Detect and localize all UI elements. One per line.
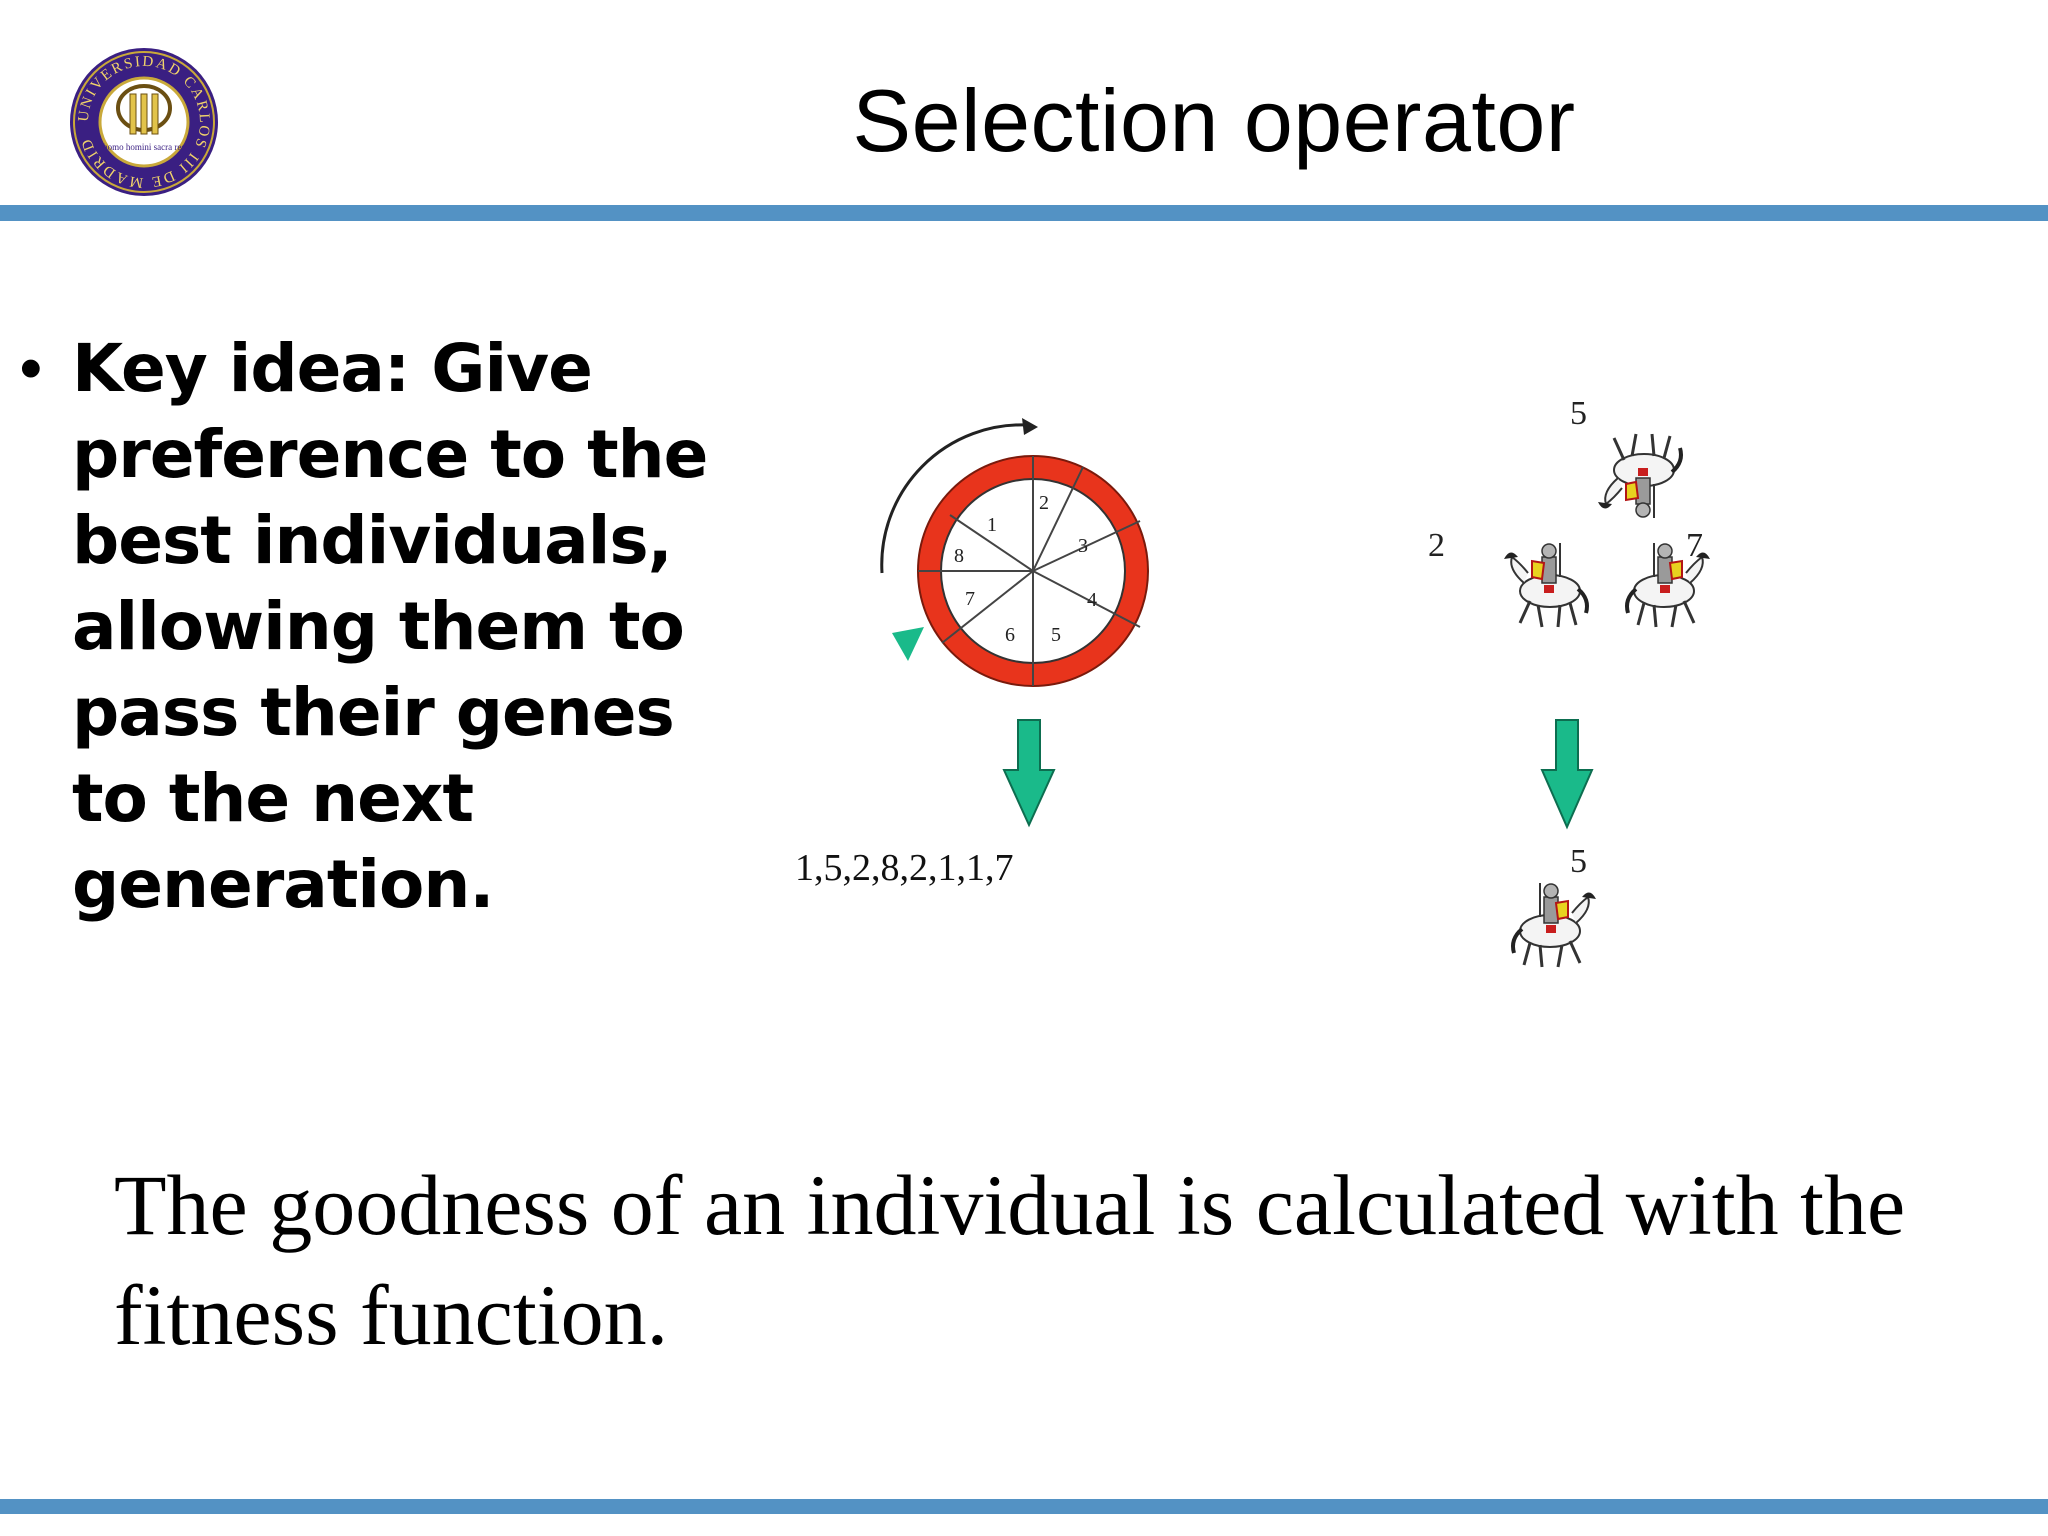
rotation-arrowhead-icon <box>1022 418 1038 435</box>
knight-fitness-label: 2 <box>1428 527 1445 564</box>
roulette-wheel-diagram: 1 2 3 4 5 6 7 8 <box>880 418 1149 828</box>
segment-label: 1 <box>987 514 997 536</box>
rotation-arrow-icon <box>880 423 1029 574</box>
segment-label: 3 <box>1078 535 1088 557</box>
segment-label: 5 <box>1051 624 1061 646</box>
bullet-text: Key idea: Give preference to the best in… <box>72 330 708 923</box>
winner-knight-icon <box>1511 881 1598 969</box>
knight-icon <box>1625 541 1712 629</box>
pointer-icon <box>892 627 924 661</box>
tournament-diagram: 5 2 7 5 <box>1360 395 1740 1035</box>
knight-icon <box>1502 541 1589 629</box>
segment-label: 7 <box>965 588 975 610</box>
university-logo-icon: UNIVERSIDAD CARLOS III DE MADRID homo ho… <box>70 48 218 196</box>
segment-label: 2 <box>1039 492 1049 514</box>
header-divider <box>0 205 2048 221</box>
segment-label: 8 <box>954 545 964 567</box>
down-arrow-icon <box>1002 719 1056 828</box>
logo-motto: homo homini sacra res <box>103 142 185 152</box>
down-arrow-icon <box>1540 719 1594 830</box>
knight-fitness-label: 5 <box>1570 395 1587 432</box>
knights-drawing <box>1502 432 1712 969</box>
winner-fitness-label: 5 <box>1570 843 1587 880</box>
segment-label: 4 <box>1087 589 1097 611</box>
segment-label: 6 <box>1005 624 1015 646</box>
fitness-statement: The goodness of an individual is calcula… <box>114 1157 1906 1363</box>
footer-divider <box>0 1499 2048 1514</box>
bullet-marker: • <box>20 334 42 403</box>
bullet-item: • Key idea: Give preference to the best … <box>20 326 760 928</box>
segment-dividers <box>918 456 1141 686</box>
slide-title: Selection operator <box>852 71 1576 170</box>
selection-result-sequence: 1,5,2,8,2,1,1,7 <box>795 847 1014 889</box>
knight-icon <box>1596 432 1683 520</box>
